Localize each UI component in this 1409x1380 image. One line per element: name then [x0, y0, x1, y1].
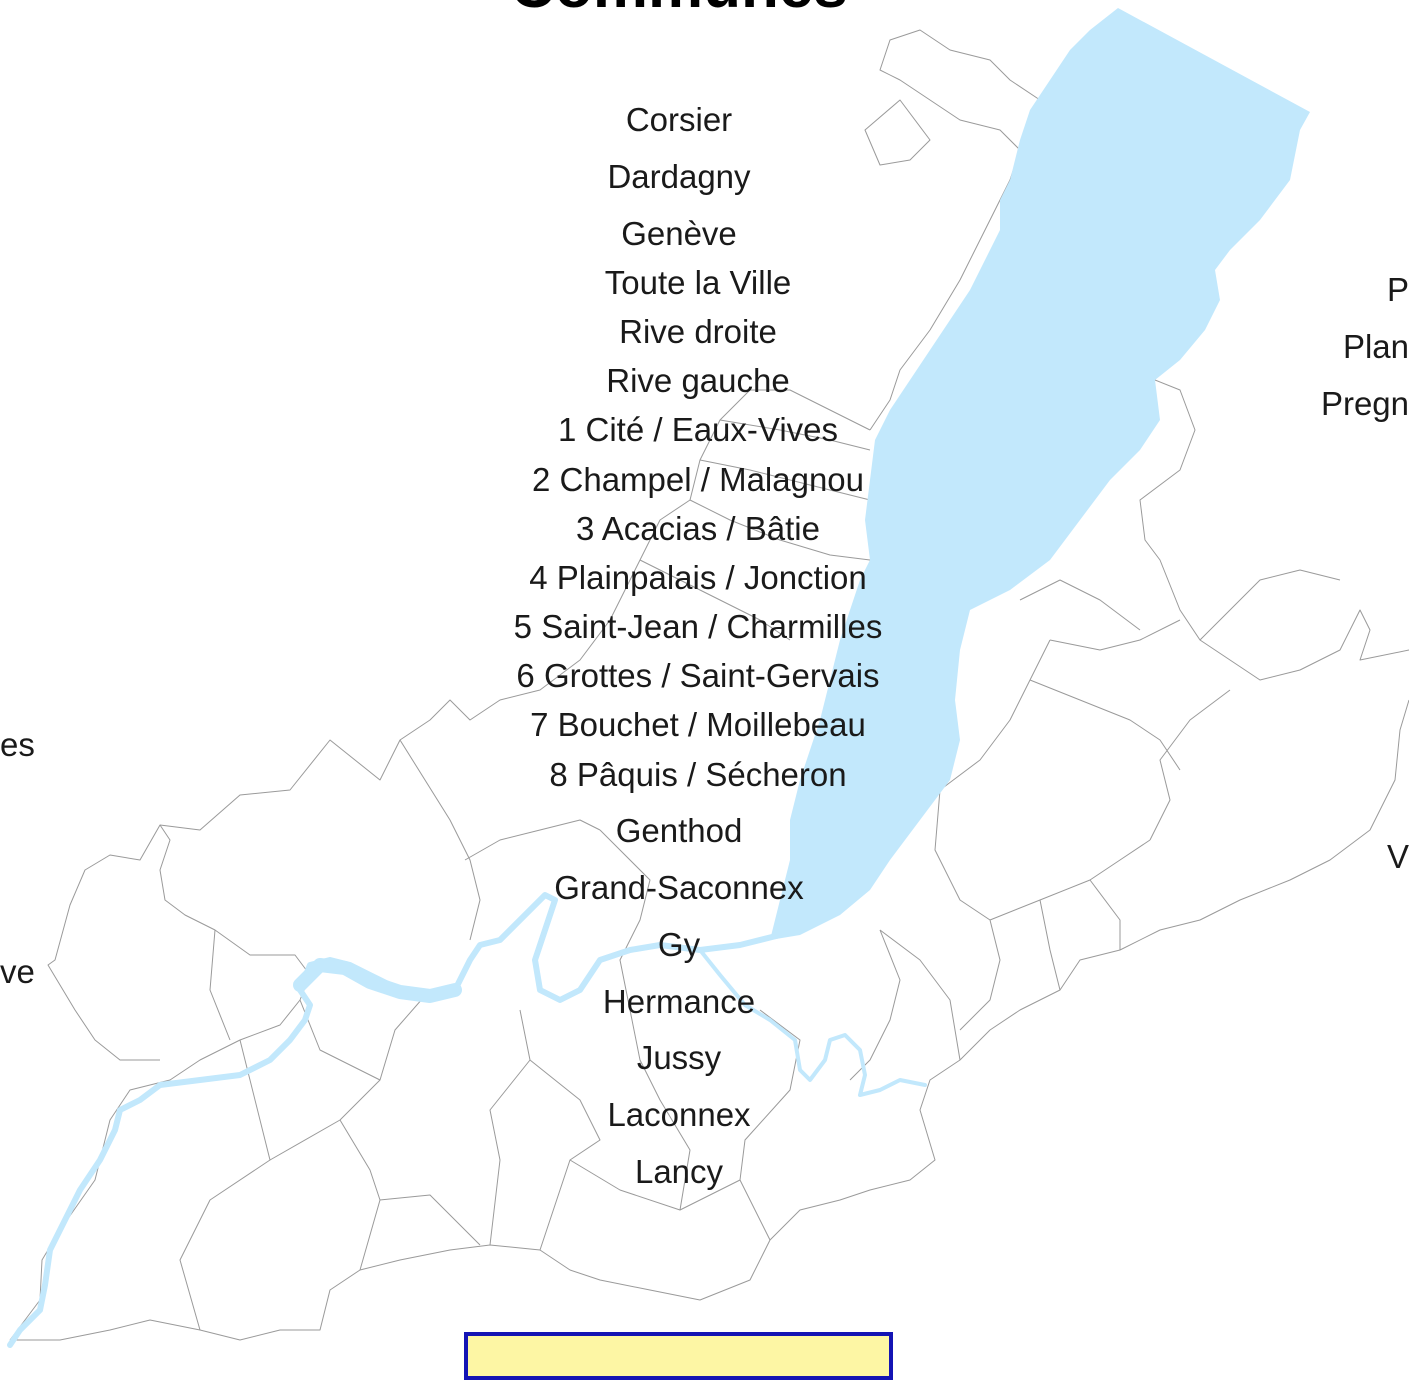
- lake: [770, 8, 1310, 940]
- canton-outline-ne: [869, 29, 1041, 431]
- geneve-section-8[interactable]: 8 Pâquis / Sécheron: [549, 756, 847, 793]
- commune-link-geneve[interactable]: Genève: [621, 215, 737, 252]
- commune-link-lancy[interactable]: Lancy: [634, 1153, 724, 1190]
- edge-label-left-1[interactable]: es: [0, 726, 35, 763]
- commune-link-dardagny[interactable]: Dardagny: [607, 158, 751, 195]
- edge-label-right-1[interactable]: P: [1386, 271, 1409, 308]
- geneve-section-5[interactable]: 5 Saint-Jean / Charmilles: [513, 608, 883, 645]
- edge-label-right-2[interactable]: Plan: [1342, 328, 1409, 365]
- geneve-section-1[interactable]: 1 Cité / Eaux-Vives: [557, 411, 839, 448]
- river-arve: [698, 948, 927, 1097]
- edge-label-right-3[interactable]: Pregn: [1320, 385, 1409, 422]
- geneve-section-4[interactable]: 4 Plainpalais / Jonction: [529, 559, 867, 596]
- commune-link-gy[interactable]: Gy: [657, 926, 701, 963]
- geneve-section-rive-gauche[interactable]: Rive gauche: [606, 362, 790, 399]
- geneve-section-rive-droite[interactable]: Rive droite: [619, 313, 777, 350]
- commune-link-genthod[interactable]: Genthod: [615, 812, 743, 849]
- commune-link-hermance[interactable]: Hermance: [602, 983, 756, 1020]
- commune-link-laconnex[interactable]: Laconnex: [607, 1096, 751, 1133]
- edge-label-right-4[interactable]: V: [1386, 838, 1409, 875]
- river-rhone-wide: [293, 958, 462, 1003]
- page-title: Communes: [510, 0, 848, 18]
- geneve-section-3[interactable]: 3 Acacias / Bâtie: [576, 510, 820, 547]
- geneve-section-6[interactable]: 6 Grottes / Saint-Gervais: [516, 657, 880, 694]
- canton-outline-south: [10, 699, 1409, 1341]
- commune-link-grand-saconnex[interactable]: Grand-Saconnex: [554, 869, 804, 906]
- legend-box: [464, 1332, 893, 1380]
- commune-link-jussy[interactable]: Jussy: [636, 1039, 722, 1076]
- geneve-section-2[interactable]: 2 Champel / Malagnou: [531, 461, 865, 498]
- geneve-section-toute-la-ville[interactable]: Toute la Ville: [604, 264, 792, 301]
- edge-label-left-2[interactable]: ve: [0, 953, 35, 990]
- geneve-section-7[interactable]: 7 Bouchet / Moillebeau: [530, 706, 866, 743]
- canton-outline-north: [159, 389, 871, 831]
- commune-link-corsier[interactable]: Corsier: [625, 101, 733, 138]
